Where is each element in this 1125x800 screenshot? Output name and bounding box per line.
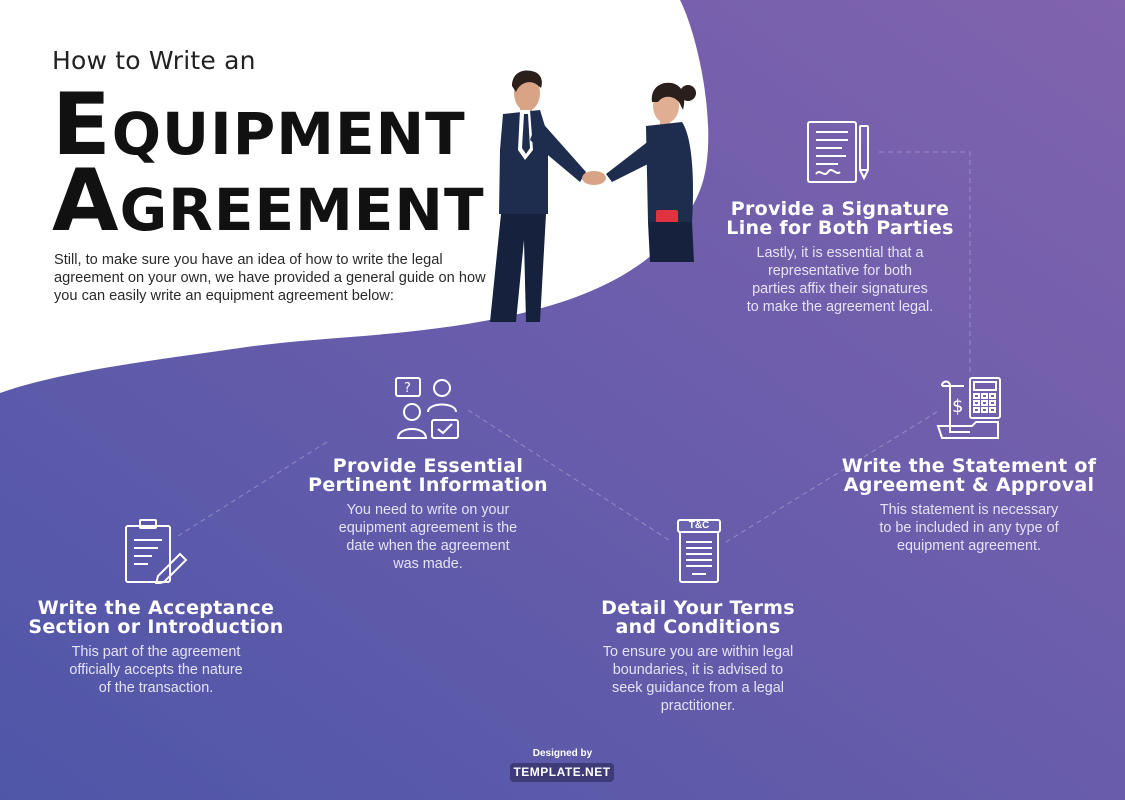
designed-by-label: Designed by	[532, 748, 593, 759]
step-1-body-line: This part of the agreement	[71, 644, 241, 660]
tc-label: T&C	[688, 520, 710, 531]
step-4-body: This statement is necessary to be includ…	[836, 501, 1102, 555]
subtitle: How to Write an	[52, 46, 256, 75]
connector-lines	[177, 151, 971, 543]
calculator-receipt-icon: $	[936, 376, 1002, 442]
step-1-title-l1: Write the Acceptance	[37, 597, 275, 619]
step-4-body-line: This statement is necessary	[879, 502, 1059, 518]
title-line-2: AGREEMENT	[52, 158, 485, 244]
step-3-body: To ensure you are within legal boundarie…	[574, 643, 822, 715]
signature-document-icon	[806, 120, 874, 186]
step-2-body-line: was made.	[393, 556, 463, 572]
step-3-body-line: boundaries, it is advised to	[612, 662, 784, 678]
step-3-title: Detail Your Terms and Conditions	[574, 599, 822, 637]
step-5-title-l1: Provide a Signature	[730, 198, 950, 220]
step-4-title-l2: Agreement & Approval	[843, 474, 1095, 496]
step-5-body-line: to make the agreement legal.	[746, 299, 934, 315]
svg-text:?: ?	[404, 381, 411, 396]
template-net-logo[interactable]: TEMPLATE.NET	[510, 763, 614, 782]
step-4-body-line: to be included in any type of	[879, 520, 1059, 536]
people-discussion-icon: ?	[394, 376, 462, 442]
step-3-body-line: To ensure you are within legal	[602, 644, 794, 660]
step-3-title-l2: and Conditions	[615, 616, 781, 638]
title-line-2-rest: GREEMENT	[119, 176, 485, 244]
clipboard-pencil-icon	[122, 518, 188, 586]
step-2-body: You need to write on your equipment agre…	[300, 501, 556, 573]
title-line-1: EQUIPMENT	[52, 82, 466, 168]
svg-text:$: $	[952, 396, 963, 417]
step-4-title-l1: Write the Statement of	[841, 455, 1097, 477]
step-5-title-l2: Line for Both Parties	[726, 217, 954, 239]
step-3-title-l1: Detail Your Terms	[601, 597, 795, 619]
step-2-title-l1: Provide Essential	[332, 455, 524, 477]
step-5-body-line: Lastly, it is essential that a	[756, 245, 924, 261]
step-5-title: Provide a Signature Line for Both Partie…	[714, 200, 966, 238]
handshake-illustration	[490, 70, 696, 322]
step-1-body: This part of the agreement officially ac…	[20, 643, 292, 697]
step-2-title: Provide Essential Pertinent Information	[300, 457, 556, 495]
step-4-title: Write the Statement of Agreement & Appro…	[836, 457, 1102, 495]
title-line-1-cap: E	[52, 75, 112, 175]
step-5-body-line: representative for both	[768, 263, 912, 279]
step-2-body-line: date when the agreement	[346, 538, 510, 554]
terms-document-icon: T&C	[676, 518, 722, 584]
title-line-1-rest: QUIPMENT	[111, 100, 466, 168]
step-2-body-line: You need to write on your	[346, 502, 510, 518]
step-5-body: Lastly, it is essential that a represent…	[714, 244, 966, 316]
step-3-body-line: practitioner.	[660, 698, 736, 714]
intro-text: Still, to make sure you have an idea of …	[54, 252, 486, 304]
title-line-2-cap: A	[52, 151, 120, 251]
step-1-title-l2: Section or Introduction	[28, 616, 284, 638]
step-4-body-line: equipment agreement.	[897, 538, 1041, 554]
step-3-body-line: seek guidance from a legal	[612, 680, 784, 696]
step-1-body-line: officially accepts the nature	[69, 662, 243, 678]
step-1-title: Write the Acceptance Section or Introduc…	[20, 599, 292, 637]
step-2-title-l2: Pertinent Information	[308, 474, 548, 496]
step-5-body-line: parties affix their signatures	[752, 281, 928, 297]
step-2-body-line: equipment agreement is the	[338, 520, 518, 536]
step-1-body-line: of the transaction.	[98, 680, 214, 696]
